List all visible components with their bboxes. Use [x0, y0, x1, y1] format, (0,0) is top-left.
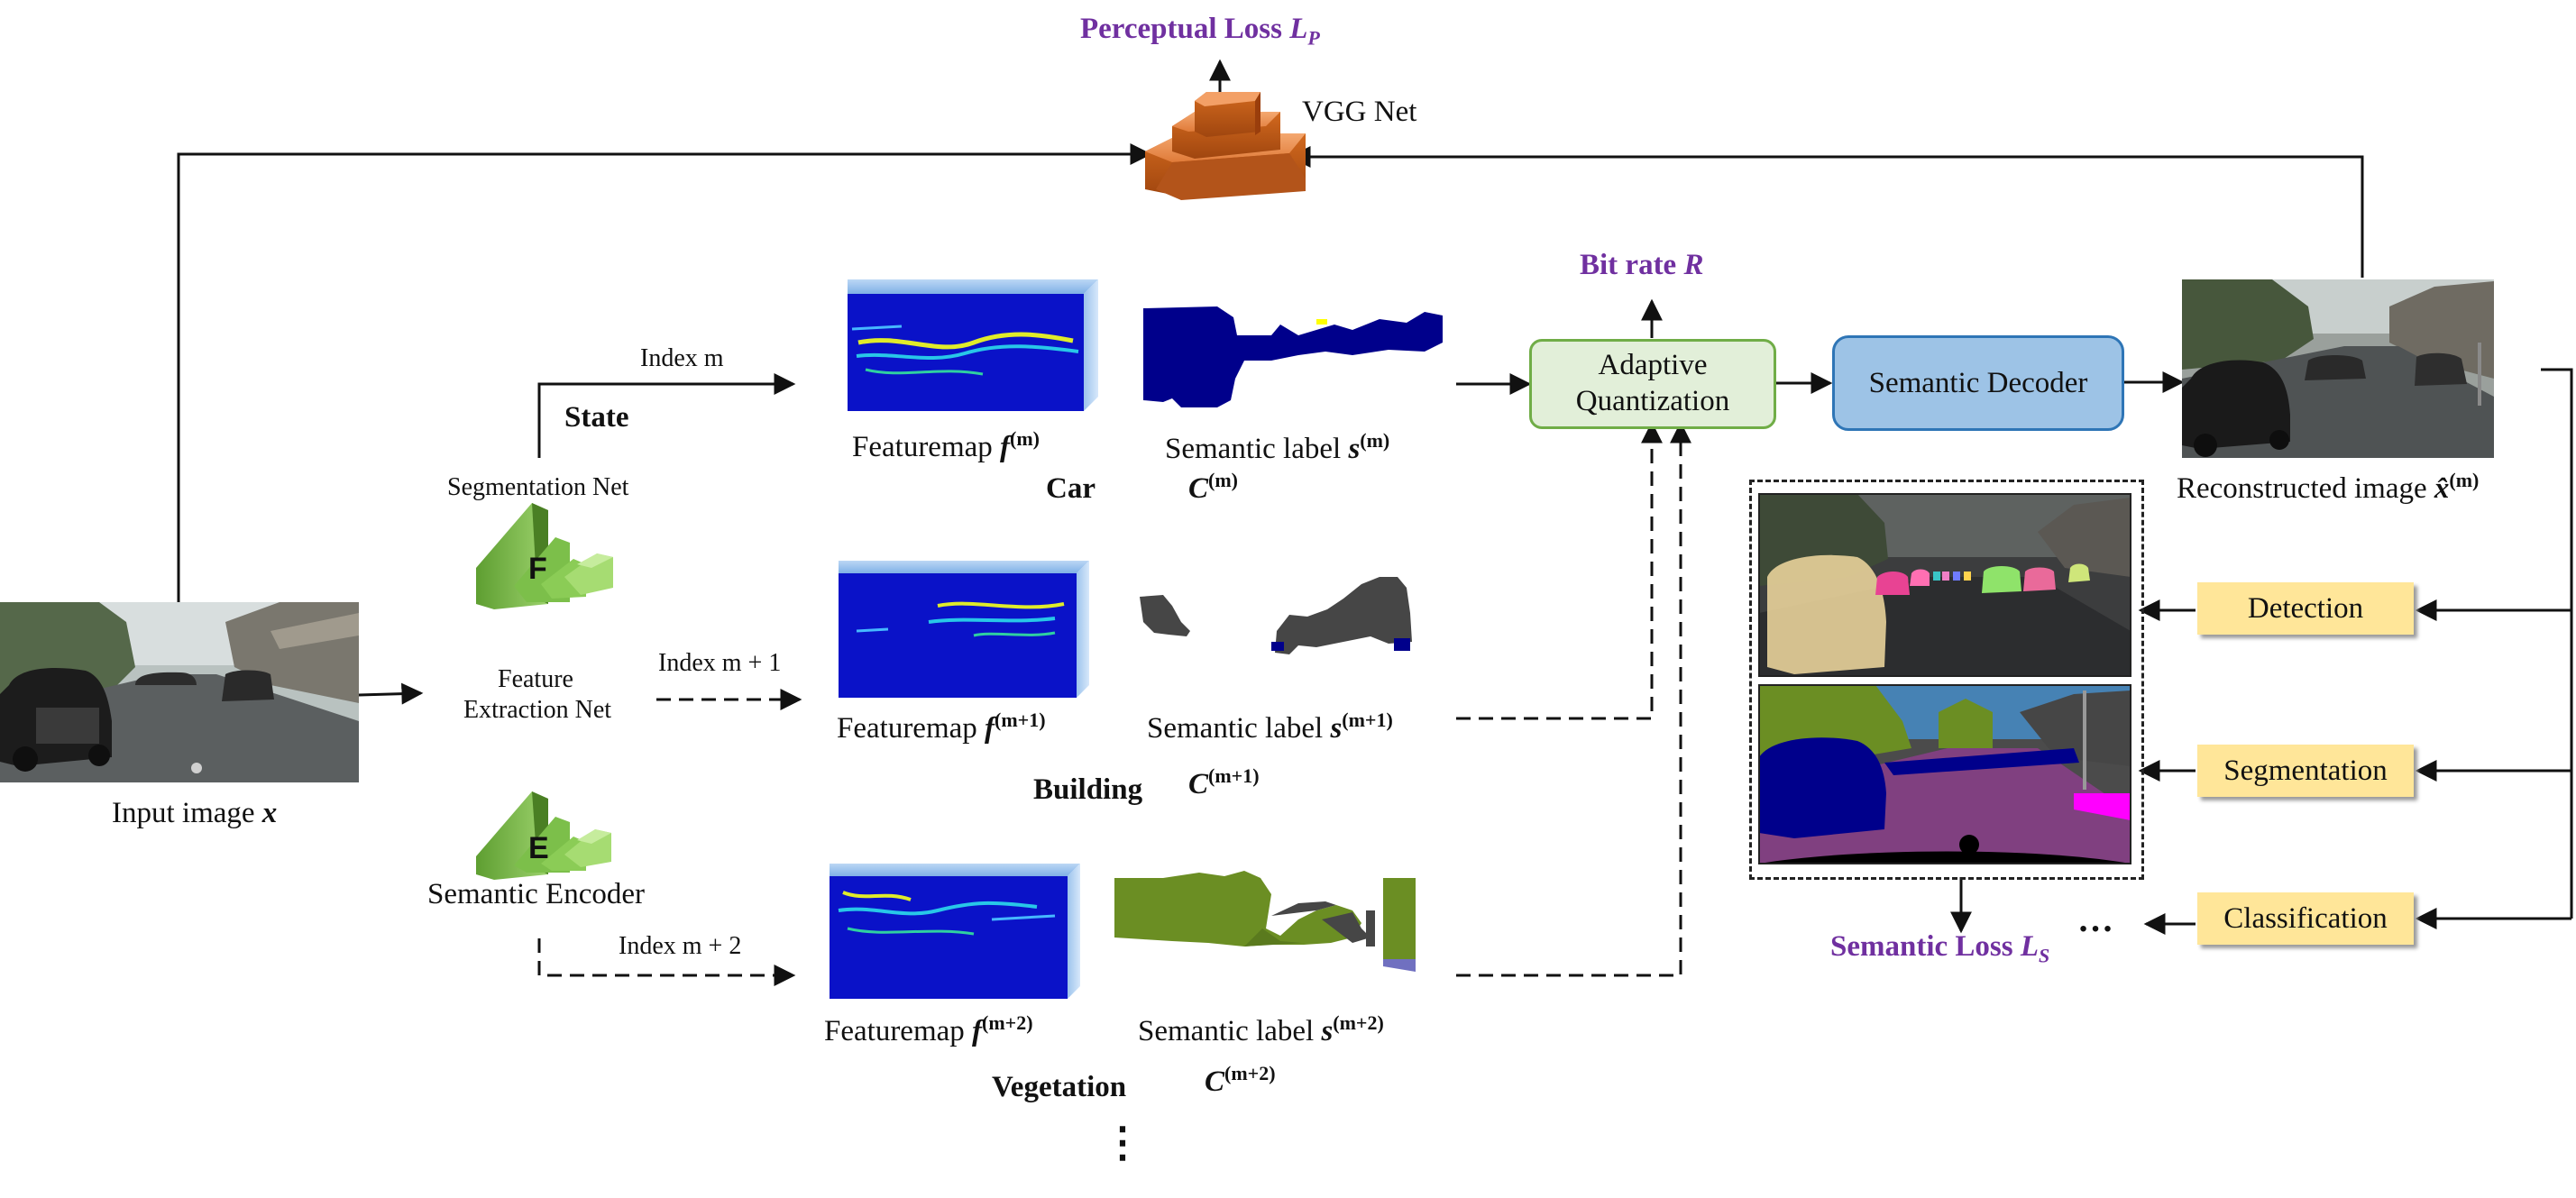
featuremap-building-label: Featuremap f(m+1) [837, 709, 1046, 745]
index-m-label: Index m [640, 344, 724, 372]
semantic-decoder-label: Semantic Decoder [1868, 366, 2088, 399]
semantic-encoder-label: Semantic Encoder [427, 878, 645, 910]
segmentation-image-border [1758, 684, 2131, 864]
class-building-label: Building [1033, 773, 1143, 806]
quant-line-1: Adaptive [1598, 349, 1708, 382]
adaptive-quantization-box: Adaptive Quantization [1529, 339, 1776, 429]
input-image-label: Input image x [112, 797, 278, 829]
semantic-label-building-label: Semantic label s(m+1) [1147, 709, 1393, 745]
segmentation-net-block-icon [476, 503, 613, 609]
semantic-label-building-mask [1140, 577, 1412, 654]
vgg-net-label: VGG Net [1302, 96, 1417, 128]
quant-line-2: Quantization [1575, 385, 1730, 417]
index-m1-label: Index m + 1 [658, 649, 782, 677]
tasks-ellipsis: … [2077, 899, 2113, 939]
detection-image-scene [1759, 494, 2131, 676]
c-vegetation-symbol: C(m+2) [1205, 1062, 1276, 1098]
class-car-label: Car [1046, 472, 1095, 505]
featuremap-vegetation-cube [830, 864, 1080, 999]
classification-label: Classification [2223, 901, 2388, 935]
input-image-scene [0, 602, 359, 782]
segmentation-image-scene [1759, 685, 2131, 864]
arrow-input-to-encoder [358, 682, 424, 705]
segmentation-net-label: Segmentation Net [447, 473, 629, 501]
semantic-label-car-mask [1143, 306, 1443, 407]
arrow-recon-to-tasks [2541, 368, 2573, 919]
feature-extraction-label-1: Feature [498, 665, 573, 693]
semantic-encoder-block-icon [476, 791, 611, 880]
semantic-label-car-label: Semantic label s(m) [1165, 429, 1390, 465]
arrow-encoder-to-car [537, 373, 796, 458]
featuremap-car-cube [848, 279, 1098, 411]
c-car-symbol: C(m) [1188, 469, 1238, 505]
perceptual-loss-label: Perceptual Loss LP [1080, 13, 1320, 50]
state-label: State [564, 401, 629, 434]
task-output-frame [1749, 480, 2144, 880]
arrow-encoder-to-vegetation [537, 938, 796, 986]
featuremap-car-label: Featuremap f(m) [852, 427, 1040, 463]
reconstructed-image-label: Reconstructed image x̂(m) [2177, 469, 2480, 505]
semantic-label-vegetation-mask [1114, 871, 1416, 972]
segmentation-label: Segmentation [2223, 754, 2388, 787]
class-vegetation-label: Vegetation [992, 1071, 1127, 1103]
segmentation-box: Segmentation [2197, 745, 2414, 797]
arrow-recon-to-vgg [1288, 146, 2364, 278]
featuremap-vegetation-label: Featuremap f(m+2) [824, 1011, 1033, 1047]
index-m2-label: Index m + 2 [619, 932, 742, 960]
classification-box: Classification [2197, 892, 2414, 945]
featuremap-building-cube [839, 561, 1089, 698]
detection-box: Detection [2197, 582, 2414, 635]
detection-label: Detection [2247, 591, 2364, 625]
semantic-label-vegetation-label: Semantic label s(m+2) [1138, 1011, 1384, 1047]
arrow-building-to-quant [1456, 421, 1663, 720]
semantic-decoder-box: Semantic Decoder [1832, 335, 2124, 431]
reconstructed-image-scene [2182, 279, 2494, 458]
semantic-loss-label: Semantic Loss LS [1830, 930, 2050, 967]
arrow-vegetation-to-quant [1456, 421, 1691, 977]
arrow-input-to-vgg [177, 143, 1152, 602]
detection-image-border [1758, 493, 2131, 677]
bit-rate-label: Bit rate R [1580, 249, 1704, 281]
letter-e: E [528, 831, 549, 865]
vgg-net-icon [1145, 92, 1306, 200]
feature-extraction-label-2: Extraction Net [463, 696, 612, 724]
letter-f: F [528, 552, 547, 586]
c-building-symbol: C(m+1) [1188, 764, 1260, 800]
vertical-dots: ⋮ [1102, 1120, 1143, 1166]
